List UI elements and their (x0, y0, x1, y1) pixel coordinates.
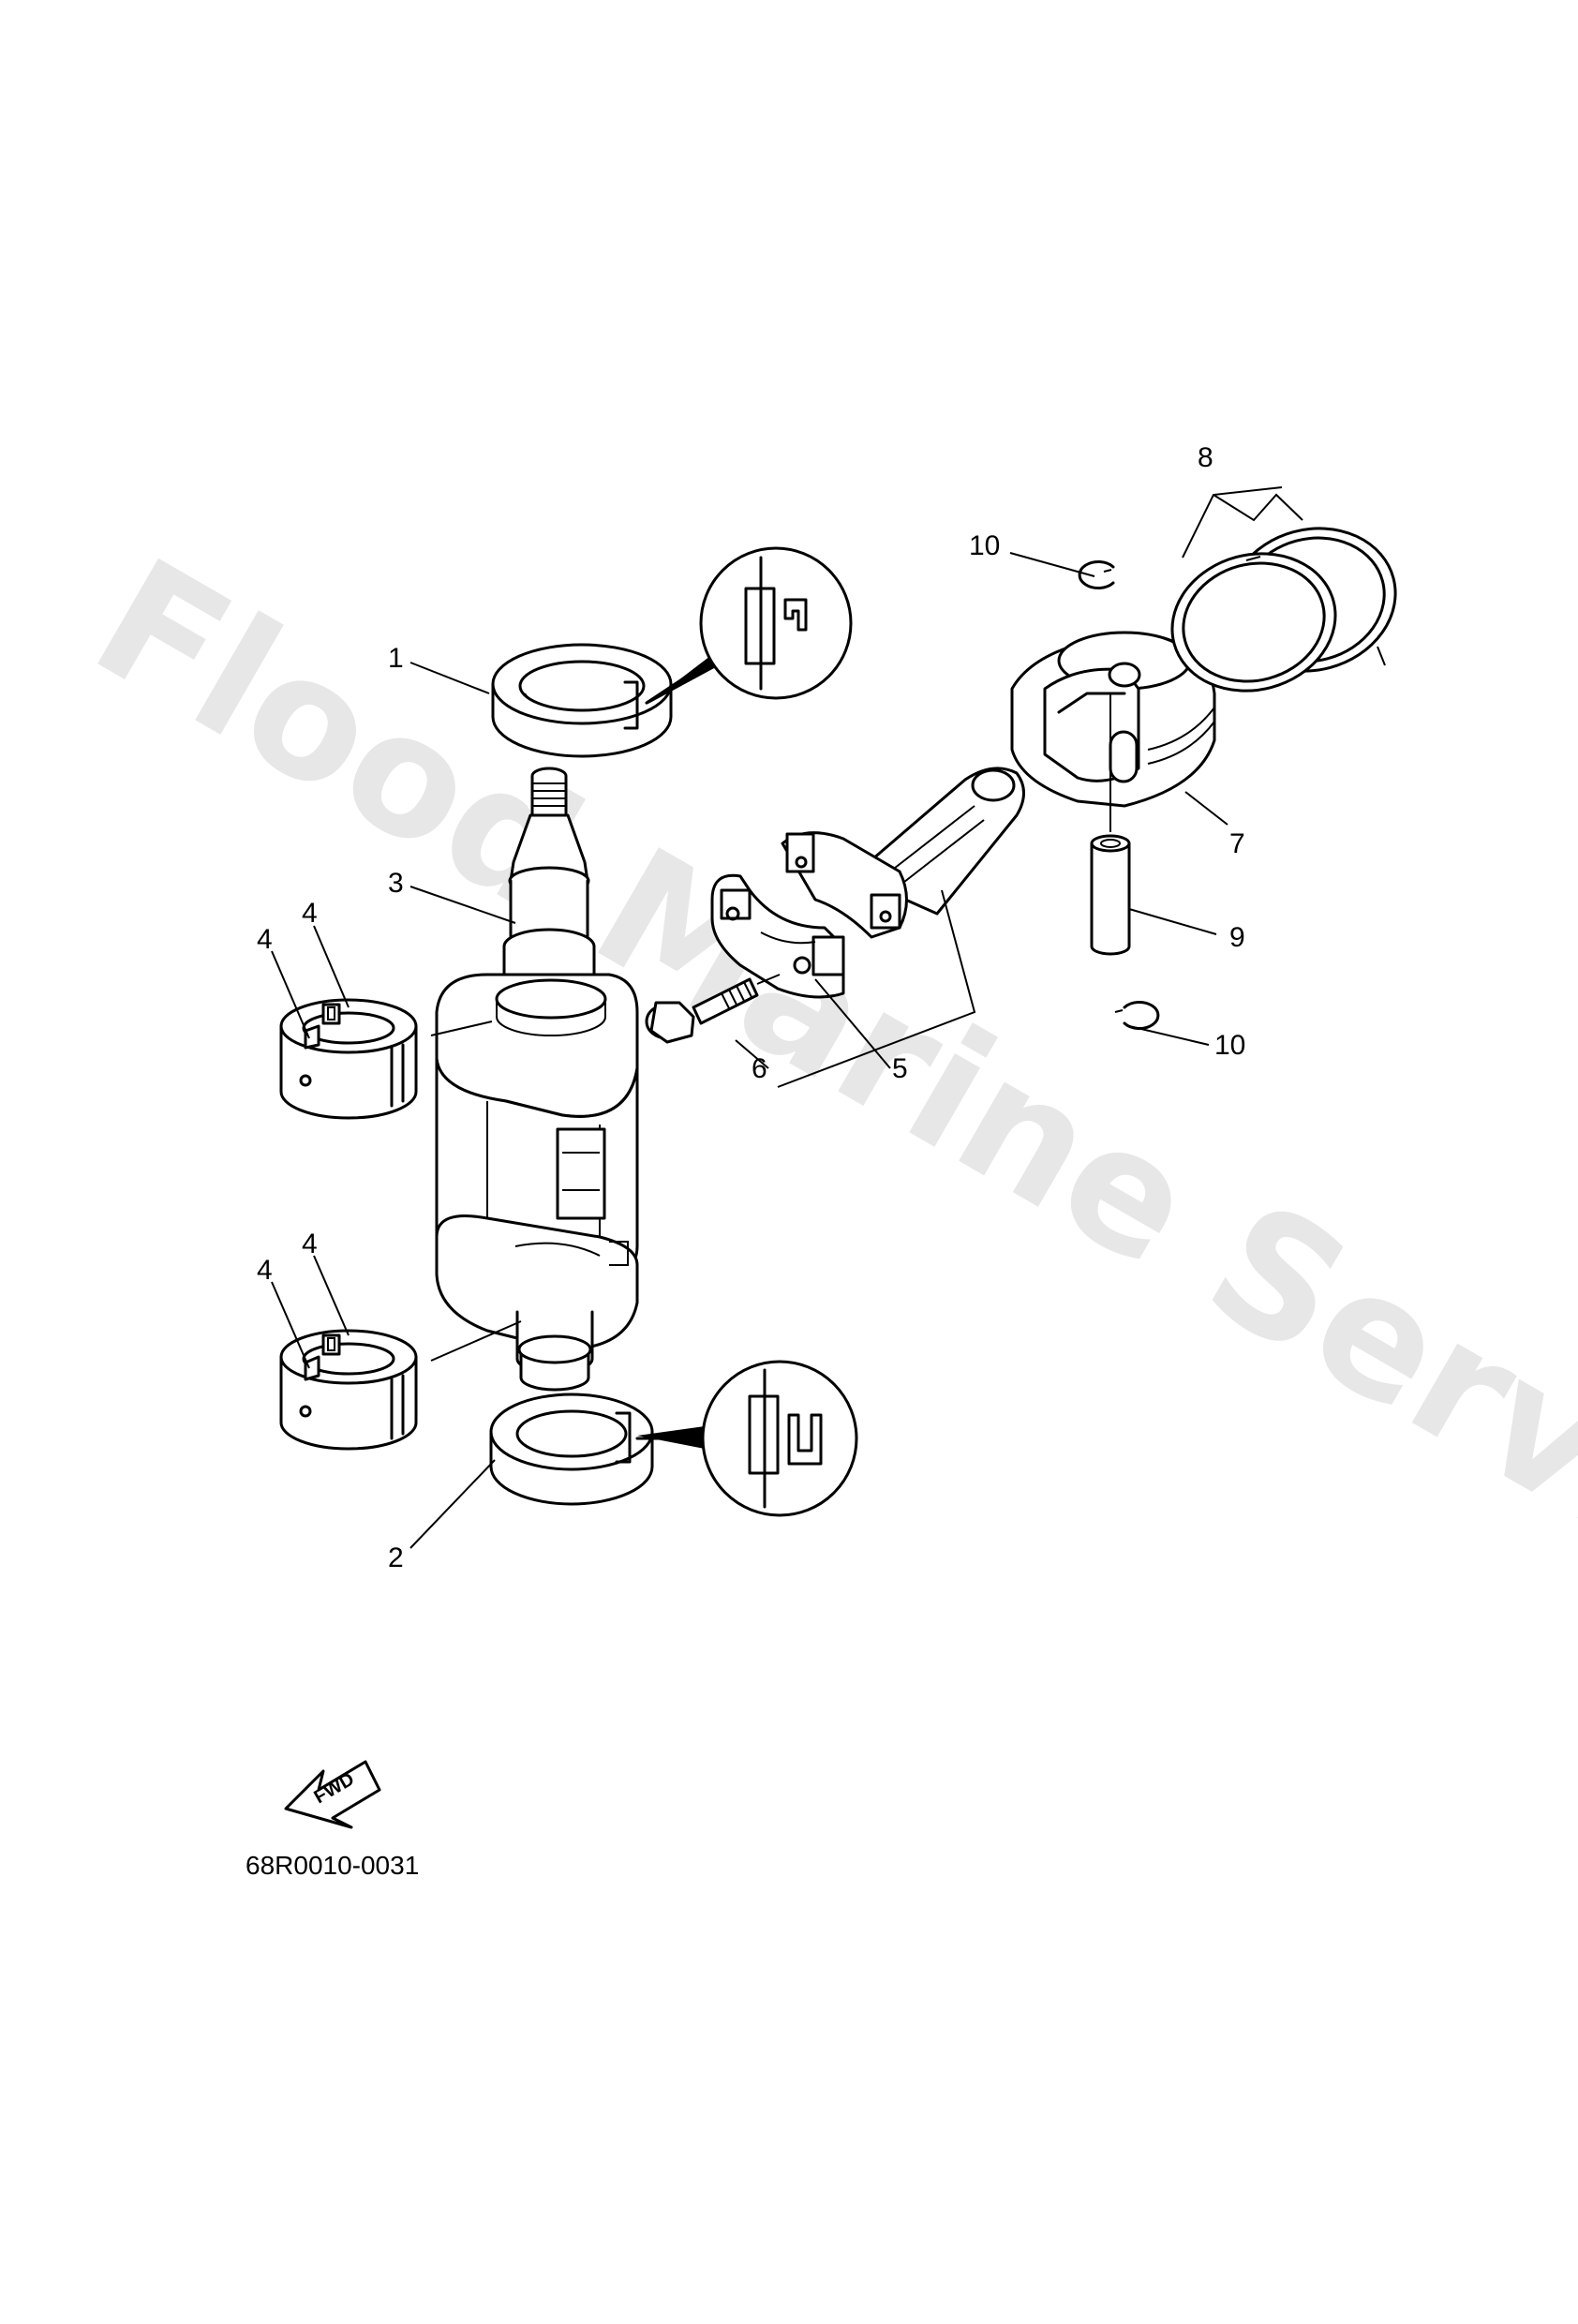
callout-10b: 10 (1214, 1030, 1245, 1061)
bearing-lower (279, 1329, 418, 1451)
crankshaft (435, 767, 639, 1392)
clip-top (1078, 560, 1115, 589)
piston (1010, 631, 1216, 808)
fwd-arrow-icon: FWD (284, 1760, 381, 1829)
callout-3: 3 (388, 868, 404, 899)
callout-4d: 4 (302, 1229, 318, 1259)
callout-5: 5 (892, 1053, 908, 1084)
callout-8: 8 (1198, 442, 1213, 473)
callout-1: 1 (388, 643, 404, 674)
piston-ring-front (1170, 552, 1337, 693)
oil-seal-bottom (489, 1393, 707, 1506)
callout-2: 2 (388, 1542, 404, 1573)
diagram-code: 68R0010-0031 (246, 1851, 419, 1880)
callout-7: 7 (1229, 828, 1245, 859)
watermark: Flood Marine Services (65, 522, 1578, 1729)
callout-10a: 10 (969, 530, 1000, 561)
seal-detail-circle-top (699, 546, 853, 700)
oil-seal-top (491, 643, 716, 758)
bolt (645, 974, 781, 1044)
piston-pin (1090, 693, 1131, 956)
callout-4b: 4 (302, 898, 318, 929)
callout-numbers: 1 2 3 4 4 4 4 5 6 7 8 9 10 10 (257, 442, 1245, 1573)
callout-4a: 4 (257, 924, 273, 955)
connecting-rod (710, 767, 1025, 999)
bearing-upper (279, 998, 418, 1120)
leader-lines (271, 486, 1303, 1549)
callout-4c: 4 (257, 1255, 273, 1286)
seal-detail-circle-bottom (701, 1360, 858, 1517)
callout-6: 6 (752, 1053, 767, 1084)
callout-9: 9 (1229, 922, 1245, 953)
clip-bottom (1114, 1001, 1160, 1030)
